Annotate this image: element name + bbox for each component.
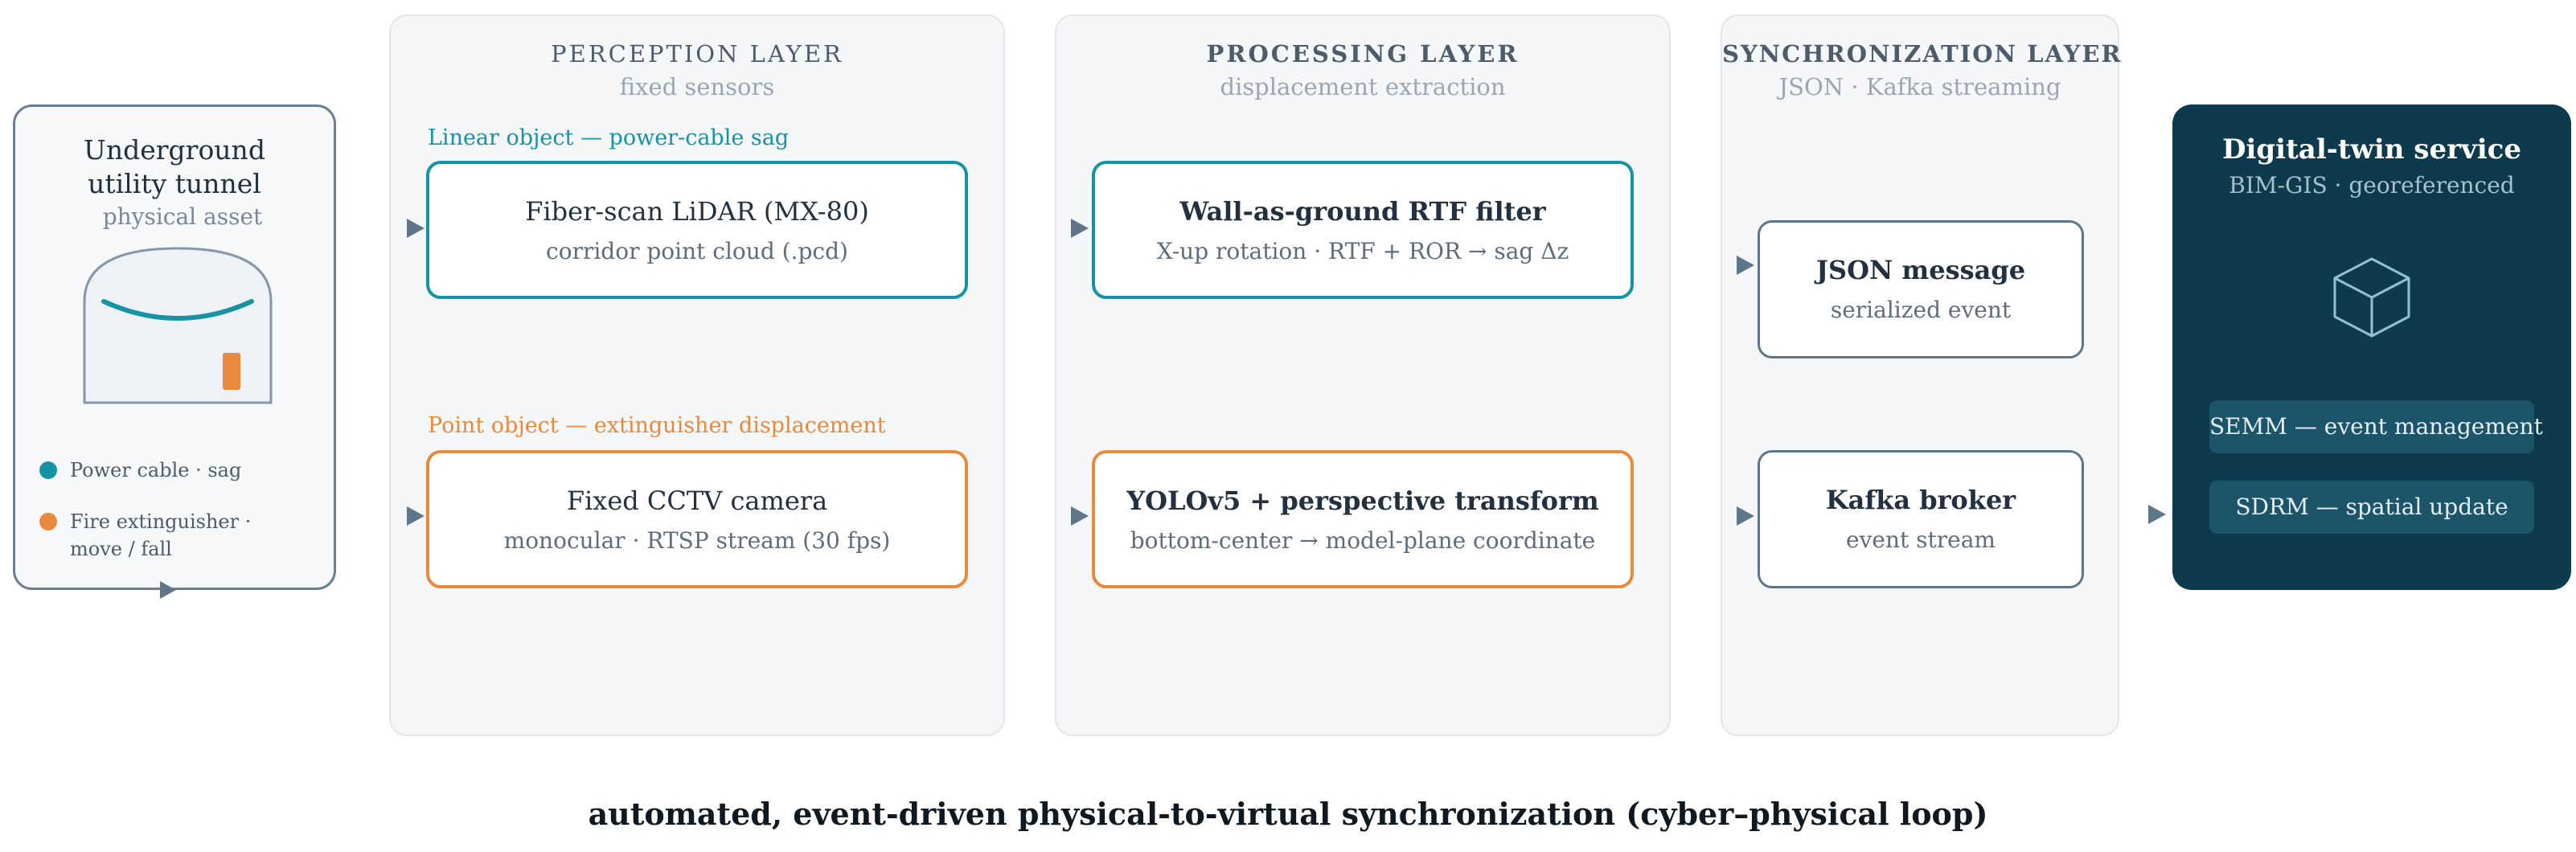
- json-message-node: JSON message serialized event: [1758, 220, 2084, 358]
- kafka-broker-title: Kafka broker: [1825, 485, 2016, 515]
- perception-layer-subtitle: fixed sensors: [619, 73, 775, 100]
- lidar-subtitle: corridor point cloud (.pcd): [546, 238, 848, 264]
- twin-input-arrow: [2148, 505, 2166, 524]
- synchronization-layer: SYNCHRONIZATION LAYER JSON · Kafka strea…: [1721, 14, 2123, 736]
- yolo-title: YOLOv5 + perspective transform: [1126, 485, 1599, 516]
- cctv-input-arrow: [407, 506, 425, 526]
- extinguisher-legend-label-line1: Fire extinguisher ·: [70, 510, 252, 533]
- lidar-node: Fiber-scan LiDAR (MX-80) corridor point …: [426, 161, 968, 299]
- semm-module: SEMM — event management: [2209, 400, 2543, 453]
- json-message-subtitle: serialized event: [1830, 297, 2012, 323]
- processing-layer: PROCESSING LAYER displacement extraction…: [1055, 14, 1671, 736]
- twin-subtitle: BIM-GIS · georeferenced: [2229, 172, 2515, 199]
- diagram-caption: automated, event-driven physical-to-virt…: [588, 796, 1988, 832]
- cctv-subtitle: monocular · RTSP stream (30 fps): [503, 527, 891, 554]
- power-cable-legend-dot: [39, 461, 57, 479]
- json-input-arrow: [1737, 256, 1754, 275]
- rtf-filter-node: Wall-as-ground RTF filter X-up rotation …: [1092, 161, 1634, 299]
- extinguisher-icon: [223, 353, 240, 390]
- power-cable-legend-label: Power cable · sag: [70, 459, 242, 481]
- loop-arrow-icon: [160, 581, 176, 599]
- perception-layer-title: PERCEPTION LAYER: [551, 40, 843, 68]
- processing-layer-title: PROCESSING LAYER: [1206, 40, 1520, 68]
- lidar-input-arrow: [407, 219, 425, 238]
- rtf-filter-title: Wall-as-ground RTF filter: [1179, 196, 1546, 227]
- asset-title-line2: utility tunnel: [88, 168, 261, 199]
- rtf-filter-subtitle: X-up rotation · RTF + ROR → sag Δz: [1156, 238, 1569, 264]
- tunnel-icon: [83, 247, 273, 404]
- rtf-input-arrow: [1071, 219, 1089, 238]
- perception-layer: PERCEPTION LAYER fixed sensors Linear ob…: [389, 14, 1005, 736]
- yolo-input-arrow: [1071, 506, 1089, 526]
- kafka-broker-subtitle: event stream: [1846, 526, 1996, 553]
- kafka-broker-node: Kafka broker event stream: [1758, 450, 2084, 588]
- cube-icon: [2333, 257, 2410, 338]
- linear-object-label: Linear object — power-cable sag: [428, 125, 790, 150]
- digital-twin-panel: Digital-twin service BIM-GIS · georefere…: [2172, 104, 2571, 590]
- yolo-subtitle: bottom-center → model-plane coordinate: [1130, 527, 1596, 554]
- extinguisher-legend-label-line2: move / fall: [70, 538, 172, 560]
- asset-title-line1: Underground: [84, 134, 265, 166]
- cctv-node: Fixed CCTV camera monocular · RTSP strea…: [426, 450, 968, 588]
- synchronization-layer-title: SYNCHRONIZATION LAYER: [1722, 40, 2123, 68]
- kafka-input-arrow: [1737, 506, 1754, 526]
- synchronization-layer-subtitle: JSON · Kafka streaming: [1778, 73, 2061, 100]
- sdrm-module: SDRM — spatial update: [2209, 481, 2534, 534]
- yolo-node: YOLOv5 + perspective transform bottom-ce…: [1092, 450, 1634, 588]
- lidar-title: Fiber-scan LiDAR (MX-80): [525, 196, 869, 227]
- physical-asset-panel: Underground utility tunnel physical asse…: [13, 104, 336, 599]
- twin-title: Digital-twin service: [2222, 133, 2521, 166]
- point-object-label: Point object — extinguisher displacement: [428, 413, 886, 438]
- processing-layer-subtitle: displacement extraction: [1220, 73, 1506, 100]
- extinguisher-legend-dot: [39, 513, 57, 530]
- sagging-cable-icon: [101, 299, 254, 321]
- json-message-title: JSON message: [1815, 255, 2026, 285]
- asset-subtitle: physical asset: [102, 203, 263, 230]
- cctv-title: Fixed CCTV camera: [566, 485, 828, 516]
